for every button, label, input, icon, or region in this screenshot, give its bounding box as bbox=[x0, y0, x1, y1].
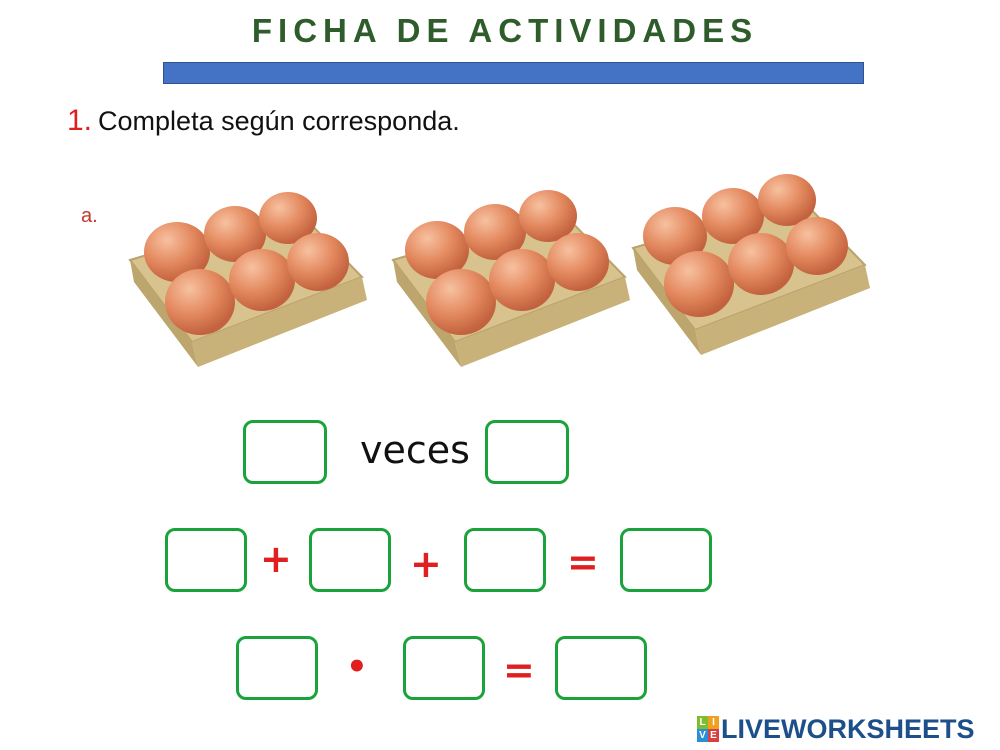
multiplication-dot: • bbox=[346, 647, 368, 687]
instruction: 1.Completa según corresponda. bbox=[67, 104, 460, 138]
answer-box-row3-2[interactable] bbox=[403, 636, 485, 700]
equals-sign-row2: = bbox=[567, 540, 599, 584]
answer-box-row2-3[interactable] bbox=[464, 528, 546, 592]
answer-box-row1-2[interactable] bbox=[485, 420, 569, 484]
instruction-text: Completa según corresponda. bbox=[98, 106, 460, 136]
answer-box-row2-2[interactable] bbox=[309, 528, 391, 592]
page-title: FICHA DE ACTIVIDADES bbox=[251, 12, 759, 49]
item-letter: a. bbox=[81, 205, 98, 227]
answer-box-row2-1[interactable] bbox=[165, 528, 247, 592]
plus-sign-1: + bbox=[260, 537, 292, 581]
equals-sign-row3: = bbox=[503, 648, 535, 692]
title-underline-bar bbox=[163, 62, 864, 84]
word-veces: veces bbox=[360, 428, 470, 472]
instruction-number: 1. bbox=[67, 104, 93, 137]
liveworksheets-logo: L I V E LIVEWORKSHEETS bbox=[697, 713, 975, 744]
answer-box-row3-result[interactable] bbox=[555, 636, 647, 700]
egg-carton-icon bbox=[391, 190, 630, 367]
egg-carton-icon bbox=[631, 174, 870, 355]
answer-box-row1-1[interactable] bbox=[243, 420, 327, 484]
answer-box-row2-result[interactable] bbox=[620, 528, 712, 592]
logo-mark-icon: L I V E bbox=[697, 716, 719, 742]
egg-carton-icon bbox=[128, 192, 367, 367]
plus-sign-2: + bbox=[410, 542, 442, 586]
answer-box-row3-1[interactable] bbox=[236, 636, 318, 700]
logo-text: LIVEWORKSHEETS bbox=[721, 713, 975, 744]
